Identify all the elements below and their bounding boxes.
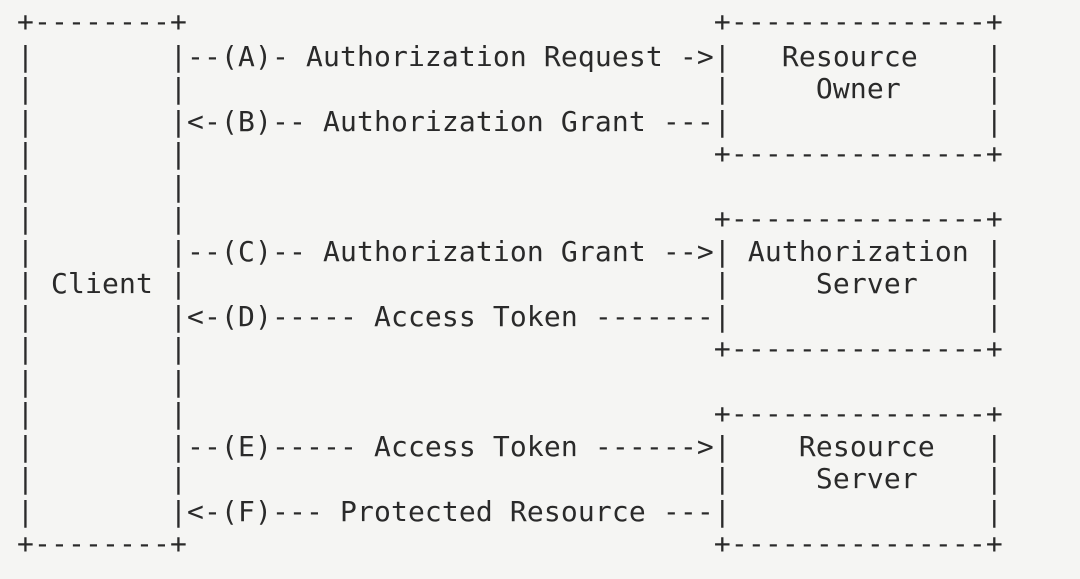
diagram-line-client-bottom-border: +--------+ +---------------+ xyxy=(0,527,1003,560)
diagram-line-spacer-1: | | xyxy=(0,170,187,203)
diagram-line-auth-server-top: | | +---------------+ xyxy=(0,202,1003,235)
diagram-line-resource-owner-label: | | | Owner | xyxy=(0,72,1003,105)
diagram-line-resource-server-top: | | +---------------+ xyxy=(0,397,1003,430)
diagram-line-auth-server-bottom: | | +---------------+ xyxy=(0,332,1003,365)
diagram-line-authorization-grant-b: | |<-(B)-- Authorization Grant ---| | xyxy=(0,105,1003,138)
diagram-line-authorization-grant-c: | |--(C)-- Authorization Grant -->| Auth… xyxy=(0,235,1003,268)
diagram-line-access-token-d: | |<-(D)----- Access Token -------| | xyxy=(0,300,1003,333)
diagram-line-spacer-2: | | xyxy=(0,365,187,398)
diagram-line-resource-owner-bottom: | | +---------------+ xyxy=(0,137,1003,170)
diagram-line-client-top-border: +--------+ +---------------+ xyxy=(0,5,1003,38)
diagram-line-client-label: | Client | | Server | xyxy=(0,267,1003,300)
diagram-line-access-token-e: | |--(E)----- Access Token ------>| Reso… xyxy=(0,430,1003,463)
diagram-line-authorization-request: | |--(A)- Authorization Request ->| Reso… xyxy=(0,40,1003,73)
diagram-line-resource-server-label: | | | Server | xyxy=(0,462,1003,495)
diagram-line-protected-resource-f: | |<-(F)--- Protected Resource ---| | xyxy=(0,495,1003,528)
